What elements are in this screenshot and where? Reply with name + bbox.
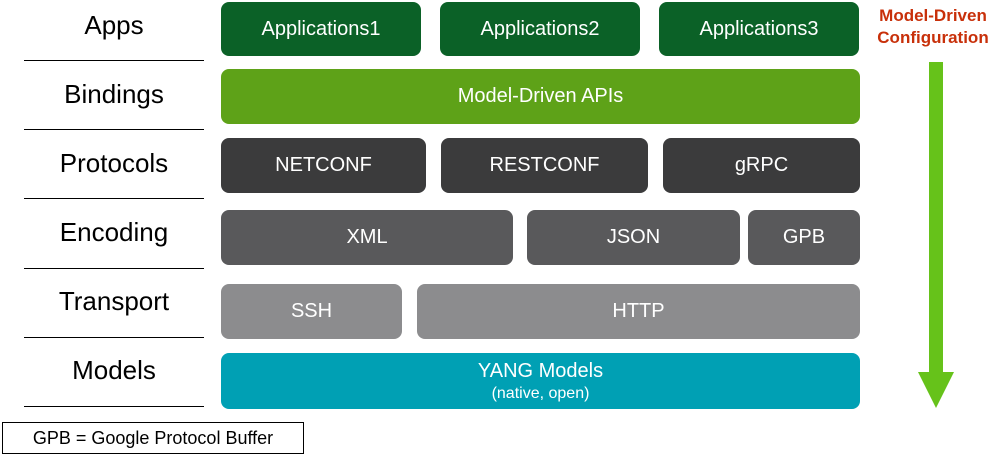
divider xyxy=(24,406,204,407)
models-subtitle: (native, open) xyxy=(491,384,590,402)
box-encoding: JSON xyxy=(527,210,740,265)
box-protocols: gRPC xyxy=(663,138,860,193)
arrow-title-line1: Model-Driven xyxy=(879,6,987,25)
layer-label-bindings: Bindings xyxy=(64,79,164,109)
box-transport: HTTP xyxy=(417,284,860,339)
layer-label-models: Models xyxy=(72,355,156,385)
box-apps: Applications3 xyxy=(659,2,859,56)
box-apps: Applications2 xyxy=(440,2,640,56)
legend-box: GPB = Google Protocol Buffer xyxy=(2,422,304,454)
box-encoding: GPB xyxy=(748,210,860,265)
box-transport: SSH xyxy=(221,284,402,339)
divider xyxy=(24,60,204,61)
models-title: YANG Models xyxy=(477,359,604,382)
down-arrow-icon xyxy=(918,62,954,408)
box-bindings: Model-Driven APIs xyxy=(221,69,860,124)
layer-label-apps: Apps xyxy=(84,10,144,40)
divider xyxy=(24,268,204,269)
box-protocols: RESTCONF xyxy=(441,138,648,193)
arrow-shaft xyxy=(929,62,943,374)
divider xyxy=(24,198,204,199)
layer-label-protocols: Protocols xyxy=(59,148,169,178)
arrow-title: Model-Driven Configuration xyxy=(866,5,998,49)
layer-label-encoding: Encoding xyxy=(59,217,169,247)
box-models: YANG Models (native, open) xyxy=(221,353,860,409)
box-apps: Applications1 xyxy=(221,2,421,56)
arrow-head xyxy=(918,372,954,408)
box-encoding: XML xyxy=(221,210,513,265)
arrow-title-line2: Configuration xyxy=(877,28,989,47)
layer-label-transport: Transport xyxy=(58,286,170,316)
divider xyxy=(24,129,204,130)
divider xyxy=(24,337,204,338)
box-protocols: NETCONF xyxy=(221,138,426,193)
